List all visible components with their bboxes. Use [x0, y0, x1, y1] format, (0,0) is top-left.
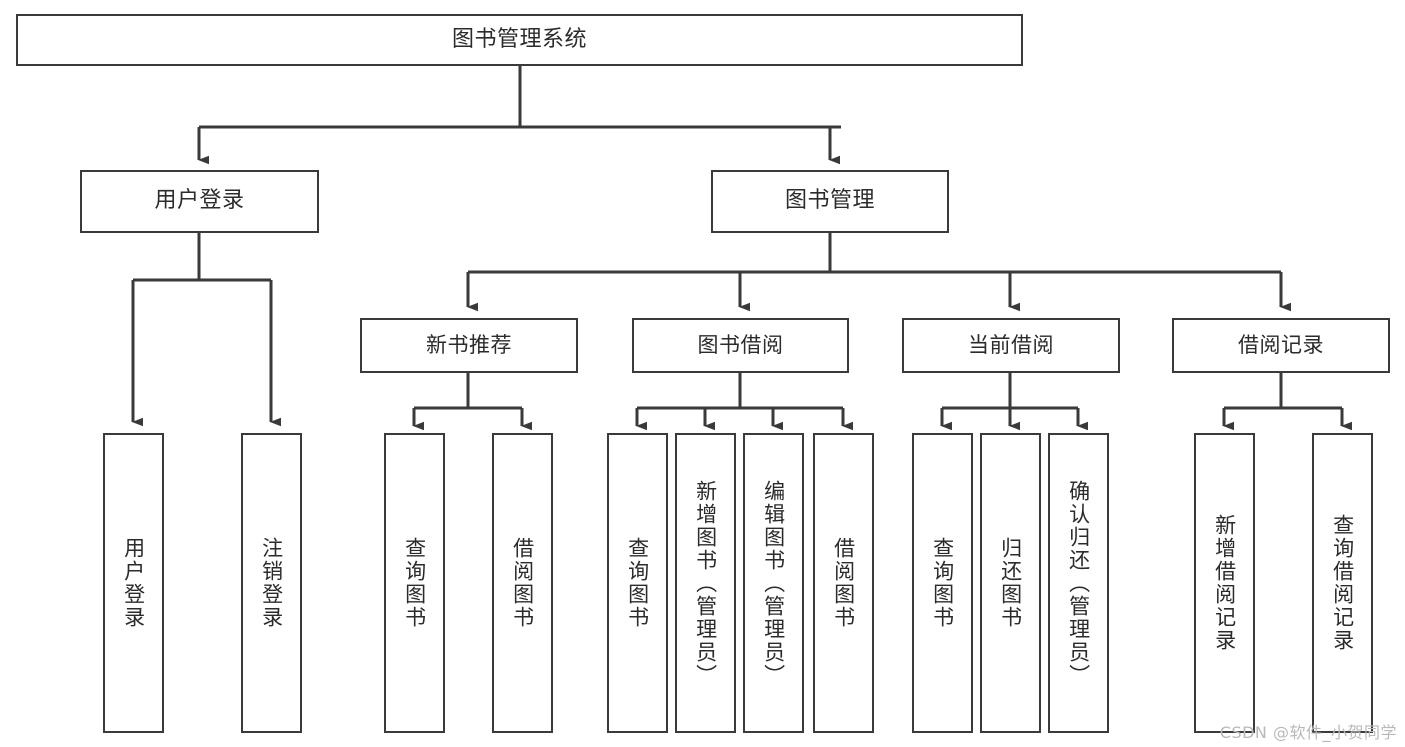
node-leaf-query-book-recommend[interactable]: 查询图书 — [384, 433, 445, 733]
node-user-login[interactable]: 用户登录 — [80, 170, 319, 233]
node-label: 注销登录 — [259, 537, 284, 629]
node-label: 用户登录 — [121, 537, 146, 629]
node-label: 新增借阅记录 — [1212, 514, 1237, 652]
node-leaf-query-borrow-record[interactable]: 查询借阅记录 — [1312, 433, 1373, 733]
node-label: 新书推荐 — [426, 332, 512, 357]
node-label: 编辑图书（管理员） — [761, 479, 786, 687]
node-leaf-add-borrow-record[interactable]: 新增借阅记录 — [1194, 433, 1255, 733]
node-new-book-recommend[interactable]: 新书推荐 — [360, 318, 578, 373]
node-borrow-record[interactable]: 借阅记录 — [1172, 318, 1390, 373]
node-book-borrow[interactable]: 图书借阅 — [632, 318, 849, 373]
node-leaf-borrow-book-recommend[interactable]: 借阅图书 — [492, 433, 553, 733]
node-leaf-edit-book-admin[interactable]: 编辑图书（管理员） — [743, 433, 804, 733]
csdn-watermark: CSDN @软件_小贺同学 — [1219, 723, 1397, 742]
node-book-management[interactable]: 图书管理 — [711, 170, 949, 233]
node-label: 当前借阅 — [968, 332, 1054, 357]
node-label: 用户登录 — [154, 188, 245, 214]
node-leaf-logout[interactable]: 注销登录 — [241, 433, 302, 733]
node-leaf-query-book-borrow[interactable]: 查询图书 — [607, 433, 668, 733]
node-label: 借阅图书 — [831, 537, 856, 629]
node-leaf-borrow-book[interactable]: 借阅图书 — [813, 433, 874, 733]
node-label: 图书管理系统 — [451, 26, 587, 52]
node-leaf-return-book[interactable]: 归还图书 — [980, 433, 1041, 733]
node-label: 查询图书 — [625, 537, 650, 629]
node-leaf-user-login[interactable]: 用户登录 — [103, 433, 164, 733]
node-label: 图书管理 — [784, 188, 875, 214]
node-leaf-confirm-return-admin[interactable]: 确认归还（管理员） — [1048, 433, 1109, 733]
node-label: 图书借阅 — [697, 332, 784, 357]
node-leaf-add-book-admin[interactable]: 新增图书（管理员） — [675, 433, 736, 733]
node-label: 确认归还（管理员） — [1066, 479, 1091, 687]
node-current-borrow[interactable]: 当前借阅 — [902, 318, 1120, 373]
node-label: 新增图书（管理员） — [693, 479, 718, 687]
node-label: 查询借阅记录 — [1330, 514, 1355, 652]
node-label: 归还图书 — [998, 537, 1023, 629]
node-label: 借阅记录 — [1238, 332, 1324, 357]
node-label: 查询图书 — [402, 537, 427, 629]
node-root-book-management-system[interactable]: 图书管理系统 — [16, 14, 1023, 66]
node-leaf-query-book-current[interactable]: 查询图书 — [912, 433, 973, 733]
node-label: 借阅图书 — [510, 537, 535, 629]
node-label: 查询图书 — [930, 537, 955, 629]
